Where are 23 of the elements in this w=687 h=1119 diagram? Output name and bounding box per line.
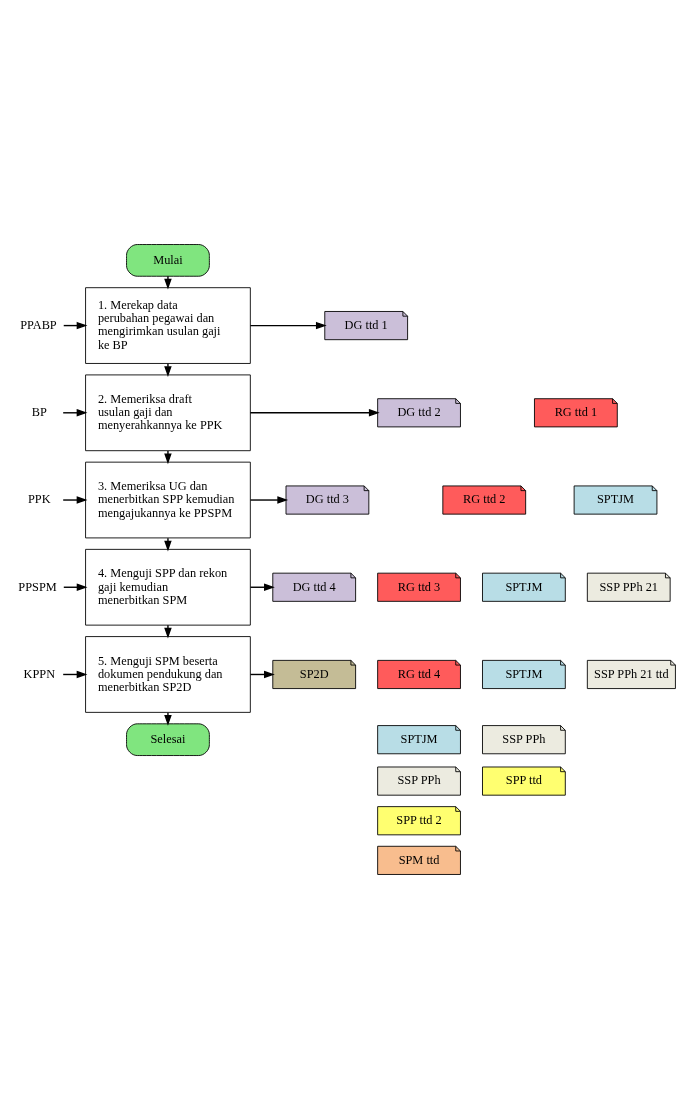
arrow [164, 537, 172, 552]
node-box: 3. Memeriksa UG dan menerbitkan SPP kemudian mengajukannya ke PPSPM [85, 461, 251, 539]
node-text: PPSPM [18, 579, 57, 594]
arrow [164, 711, 172, 726]
arrow [164, 450, 172, 465]
arrow [164, 363, 172, 377]
node-text: BP [31, 405, 47, 420]
arrow [62, 496, 88, 504]
node-text: PPK [28, 492, 51, 507]
node-box: 5. Menguji SPM beserta dokumen pendukung dan menerbitkan SP2D [85, 636, 251, 713]
node-box: Mulai [126, 244, 210, 277]
arrow [164, 624, 172, 639]
node-box: 4. Menguji SPP dan rekon gaji kemudian menerbitkan SPM [85, 548, 251, 626]
arrow [164, 275, 172, 290]
arrow [62, 409, 88, 417]
node-text: PPABP [20, 317, 57, 332]
node-box: 2. Memeriksa draft usulan gaji dan menyerahkannya ke PPK [85, 374, 251, 452]
arrow [249, 496, 289, 504]
arrow [249, 409, 380, 417]
arrow [249, 321, 327, 330]
node-box: 1. Merekap data perubahan pegawai dan mengirimkan usulan gaji ke BP [85, 287, 251, 364]
node-text: KPPN [23, 666, 56, 681]
node-box: Selesai [126, 723, 210, 756]
